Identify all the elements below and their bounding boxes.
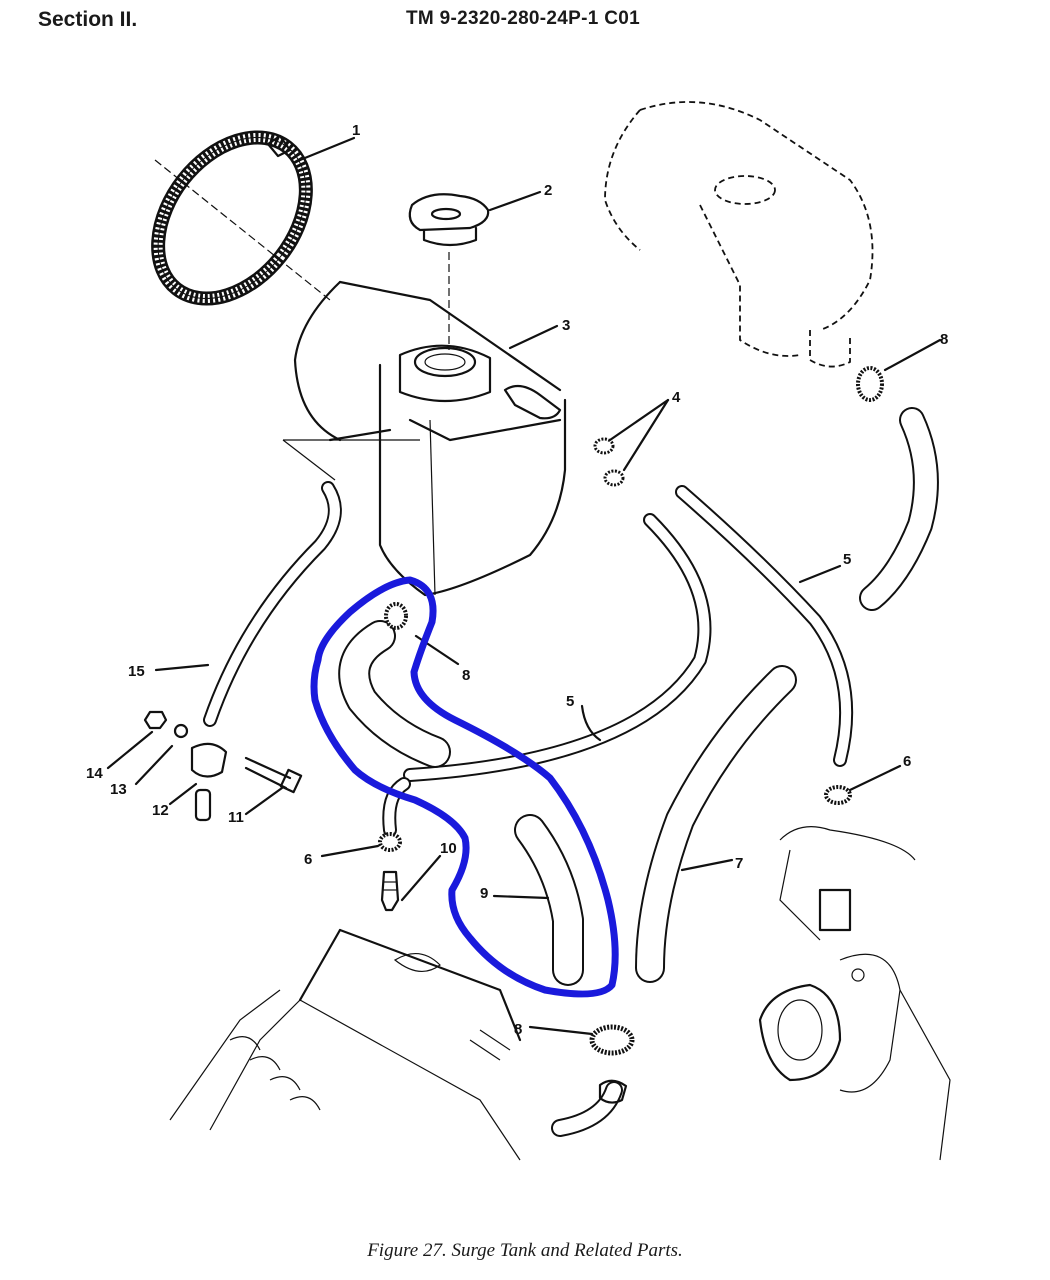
callout-9: 9 xyxy=(480,885,488,902)
callout-15: 15 xyxy=(128,663,145,680)
pressure-cap xyxy=(408,193,490,350)
surge-tank xyxy=(282,280,567,597)
callout-3: 3 xyxy=(562,317,570,334)
figure-caption: Figure 27. Surge Tank and Related Parts. xyxy=(367,1240,683,1261)
fittings-hardware xyxy=(143,710,400,912)
callout-4: 4 xyxy=(672,389,681,406)
callout-7: 7 xyxy=(735,855,743,872)
leader-lines xyxy=(106,136,942,1036)
callout-1: 1 xyxy=(352,122,360,139)
hoses xyxy=(203,407,939,1137)
callout-2: 2 xyxy=(544,182,552,199)
section-label: Section II. xyxy=(38,8,138,31)
callout-8-lower: 8 xyxy=(514,1021,522,1038)
band-clamp xyxy=(151,130,331,306)
radiator xyxy=(169,928,522,1161)
callout-8-mid: 8 xyxy=(462,667,470,684)
manual-number: TM 9-2320-280-24P-1 C01 xyxy=(406,8,640,29)
callout-6-left: 6 xyxy=(304,851,312,868)
hose-clamps xyxy=(378,366,884,1104)
callout-14: 14 xyxy=(86,765,103,782)
callout-labels: 1 2 3 4 5 5 6 6 7 8 8 8 9 10 11 12 13 14… xyxy=(86,122,948,1038)
callout-5-center: 5 xyxy=(566,693,574,710)
callout-6-right: 6 xyxy=(903,753,911,770)
phantom-tank xyxy=(604,101,874,368)
callout-10: 10 xyxy=(440,840,457,857)
callout-13: 13 xyxy=(110,781,127,798)
water-pump xyxy=(758,826,951,1161)
callout-12: 12 xyxy=(152,802,169,819)
callout-11: 11 xyxy=(228,809,244,826)
callout-8-upper: 8 xyxy=(940,331,948,348)
highlight-outline xyxy=(310,576,619,998)
callout-5-right: 5 xyxy=(843,551,851,568)
